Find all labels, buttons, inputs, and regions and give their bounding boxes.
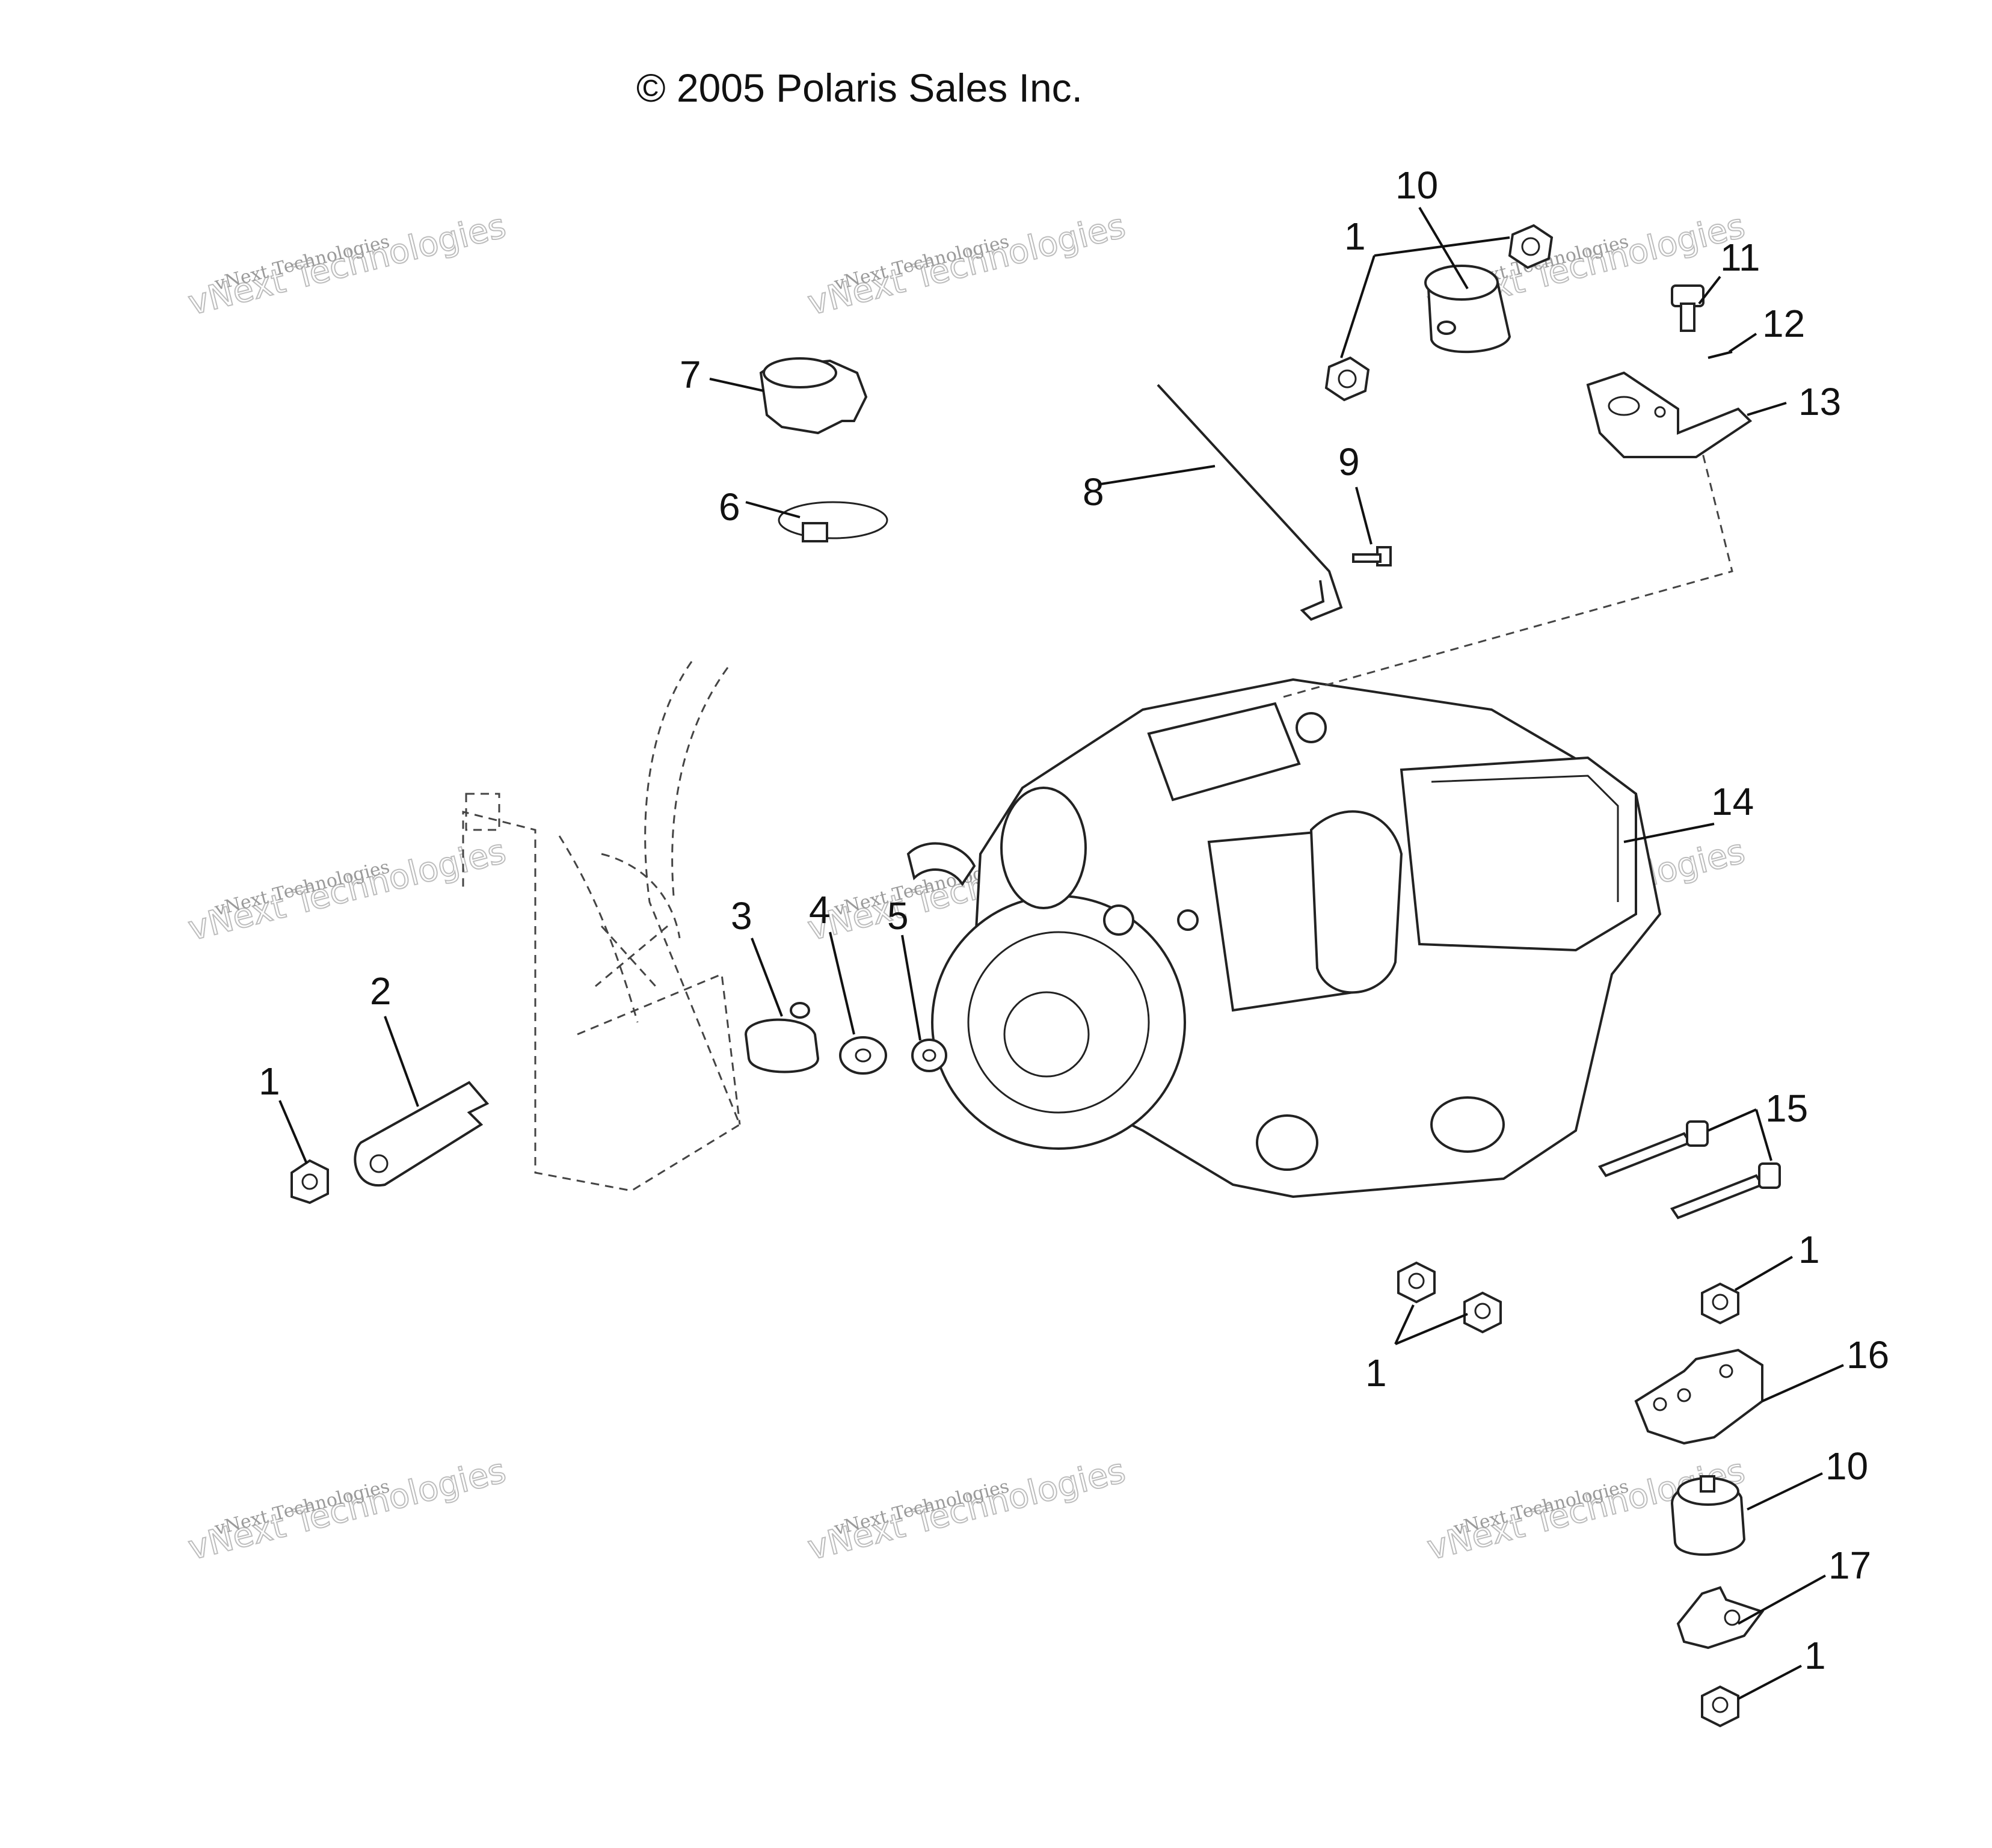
callout-6: 6 [719,485,740,529]
engine-bracket-bottom [1634,1348,1763,1445]
callout-2: 2 [370,969,392,1013]
callout-labels: 1 10 11 12 13 7 6 8 9 14 3 4 5 2 1 15 1 … [259,164,1889,1677]
callout-13: 13 [1798,380,1841,423]
watermark-logo: vNext Technologies [804,206,1130,323]
callout-16: 16 [1846,1333,1889,1377]
throttle-rod [1157,384,1343,621]
leader-lines [278,206,1844,1700]
watermark-logo: vNext Technologies [185,206,510,323]
hex-nut [290,1159,329,1205]
rubber-mount-bottom [1670,1475,1746,1556]
callout-10: 10 [1825,1444,1868,1488]
hex-nut [1508,224,1554,269]
intake-boot [759,357,868,435]
small-bolt [1352,546,1392,566]
callout-3: 3 [731,894,752,938]
callout-17: 17 [1828,1544,1871,1587]
callout-1: 1 [1798,1228,1820,1271]
washer [839,1036,887,1075]
long-bolt [1597,1120,1709,1177]
long-bolt [1670,1162,1781,1220]
hex-nut [1324,356,1370,402]
callout-14: 14 [1711,780,1754,823]
engine-assembly [906,678,1662,1199]
watermark-logo: vNext Technologies [804,1451,1130,1568]
engine-bracket-top [1586,371,1753,458]
callout-7: 7 [680,353,701,396]
callout-10: 10 [1395,164,1438,207]
copyright-notice: © 2005 Polaris Sales Inc. [636,66,1083,110]
callout-15: 15 [1765,1087,1808,1130]
callout-12: 12 [1762,302,1805,345]
hex-nut [1701,1282,1739,1325]
callout-8: 8 [1083,470,1104,514]
callout-1: 1 [1804,1634,1826,1677]
callout-5: 5 [887,894,909,938]
callout-4: 4 [809,888,831,932]
hex-nut [1463,1291,1502,1334]
watermark-logo: vNext Technologies [185,832,510,948]
callout-1: 1 [1344,215,1366,258]
bolt [1671,284,1705,332]
callout-9: 9 [1338,440,1360,483]
watermark-logo: vNext Technologies [185,1451,510,1568]
rubber-bushing [744,1002,820,1073]
callout-1: 1 [1365,1351,1387,1395]
hex-nut [1397,1261,1436,1304]
hose-clamp [778,501,888,542]
mount-strap [354,1081,490,1187]
alignment-line [1280,426,1733,699]
callout-1: 1 [259,1060,280,1103]
washer [911,1039,947,1072]
frame-phantom [462,661,741,1192]
hex-nut [1701,1685,1739,1728]
cotter-pin [1708,351,1733,359]
callout-11: 11 [1720,236,1760,279]
rubber-mount-top [1424,265,1511,354]
